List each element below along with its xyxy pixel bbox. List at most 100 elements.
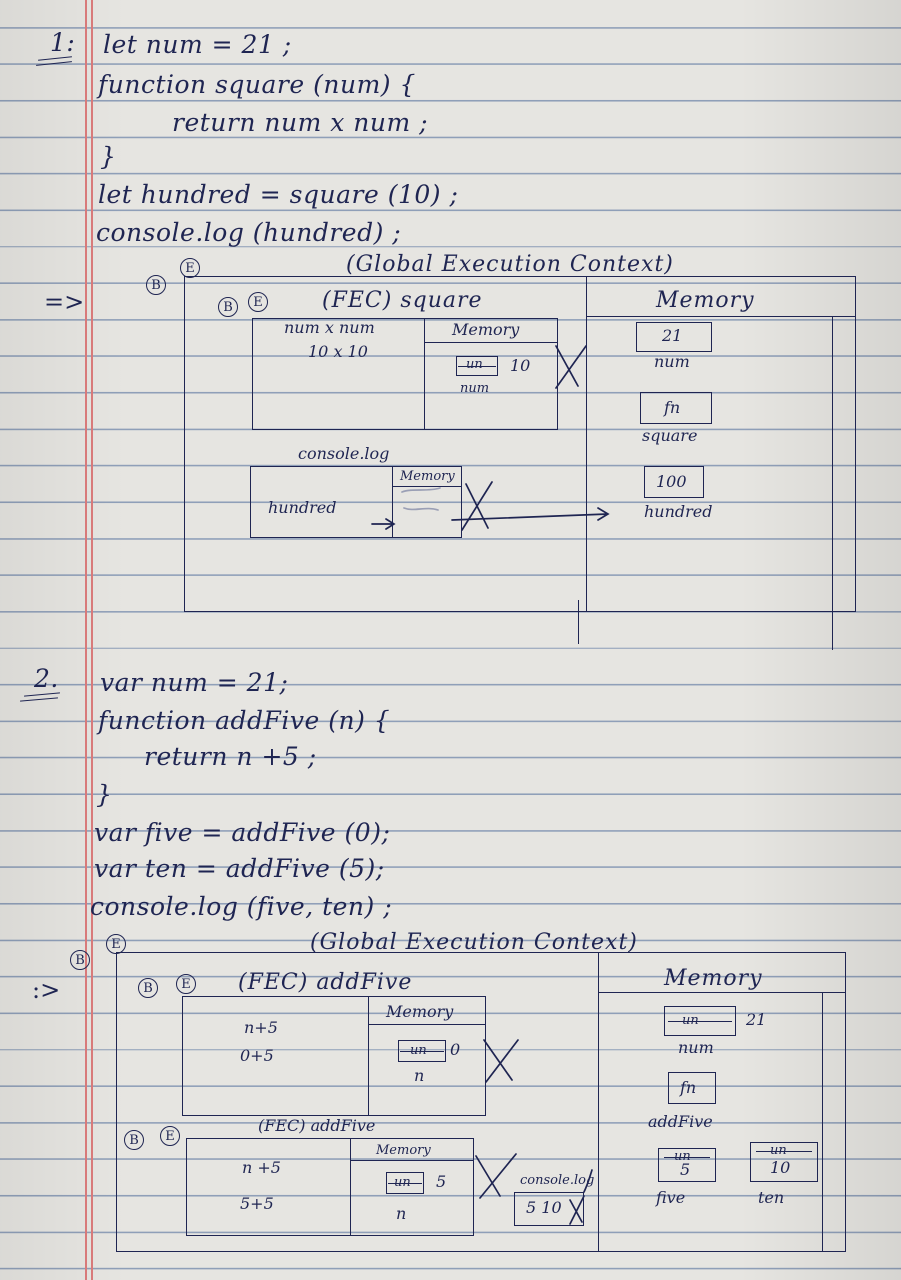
ex1-console-memory-header-line — [392, 486, 462, 487]
ex2-fec1-memory-header-line — [368, 1024, 486, 1025]
ex2-console-tail-icon — [583, 1169, 593, 1193]
ex2-global-memory-title: Memory — [664, 966, 763, 991]
ex2-number: 2. — [34, 664, 59, 693]
ex2-fec2-cross-icon — [475, 1153, 517, 1199]
ex2-fec2-divider — [350, 1138, 351, 1236]
ex1-gec-title: (Global Execution Context) — [346, 252, 674, 277]
ex1-fec-code: num x num — [284, 318, 375, 337]
ex1-gm-cell — [640, 392, 712, 424]
ex2-gm-ten-name: ten — [758, 1188, 785, 1207]
ex2-gm-five-strike — [664, 1157, 710, 1158]
ex2-console-box — [514, 1192, 584, 1226]
ex1-fec-cross-icon — [555, 345, 587, 389]
ex2-memory-inner-edge — [822, 992, 823, 1252]
margin-line-left — [85, 0, 87, 1280]
ex2-gm-five-value: 5 — [680, 1160, 691, 1179]
margin-line-right — [91, 0, 93, 1280]
ex2-gm-num-value: 21 — [746, 1010, 767, 1029]
ex1-gm-value: 100 — [656, 472, 687, 491]
ex2-fec1-memory-cell — [398, 1040, 446, 1062]
ex2-code-line: console.log (five, ten) ; — [90, 892, 393, 921]
ex1-fec-memory-struck: un — [466, 357, 483, 372]
ex1-global-memory-title: Memory — [656, 288, 755, 313]
ex2-gm-num-struck: un — [682, 1013, 699, 1028]
ex1-code-line: } — [100, 142, 117, 171]
ex2-gm-cell — [668, 1072, 716, 1104]
ex2-gm-ten-strike — [756, 1151, 812, 1152]
ex2-fec2-title: (FEC) addFive — [258, 1116, 376, 1135]
ex1-fec-memory-title: Memory — [452, 320, 520, 339]
ex1-console-divider — [392, 466, 393, 538]
ex1-fec-memory-value: 10 — [510, 356, 531, 375]
ex1-return-arrow-icon — [451, 507, 610, 521]
ex2-fec1-box — [182, 996, 486, 1116]
ex1-fec-code: 10 x 10 — [308, 342, 368, 361]
ex2-fec1-code: 0+5 — [240, 1046, 274, 1065]
ex2-code-line: function addFive (n) { — [98, 706, 391, 735]
ex1-fec-badge-e: E — [248, 292, 268, 312]
ex2-gm-num-strike — [668, 1021, 732, 1022]
ex2-gm-fn-name: addFive — [648, 1112, 713, 1131]
ex2-code-line: return n +5 ; — [144, 742, 317, 771]
ex1-console-cross-icon — [461, 481, 493, 531]
ex2-fec2-badge-e: E — [160, 1126, 180, 1146]
ex2-code-line: } — [96, 780, 113, 809]
ex2-fec2-code: n +5 — [242, 1158, 281, 1177]
ex2-gm-ten-struck: un — [770, 1143, 787, 1158]
ex1-gm-value: 21 — [662, 326, 683, 345]
ex1-code-line: console.log (hundred) ; — [96, 218, 402, 247]
ex1-gm-value: fn — [664, 398, 681, 417]
ex2-pointer-arrow: :> — [32, 976, 61, 1004]
ex1-gm-cell — [636, 322, 712, 352]
ex2-gec-divider — [598, 952, 599, 1252]
ex1-memory-smudge-icon — [401, 487, 441, 511]
ex2-fec1-code: n+5 — [244, 1018, 278, 1037]
ex1-gec-box — [184, 276, 856, 612]
ex2-fec2-memory-title: Memory — [376, 1143, 431, 1158]
ex2-fec2-code: 5+5 — [240, 1194, 274, 1213]
ex1-gm-name: hundred — [644, 502, 713, 521]
ex1-gec-divider — [586, 276, 587, 612]
ex1-fec-memory-strike — [458, 366, 496, 367]
ex2-fec1-badge-b: B — [138, 978, 158, 998]
ex2-gm-cell — [664, 1006, 736, 1036]
ex2-gm-fn-value: fn — [680, 1078, 697, 1097]
ex1-fec-box — [252, 318, 558, 430]
ex1-fec-badge-b: B — [218, 297, 238, 317]
ex2-fec1-memory-struck: un — [410, 1043, 427, 1058]
ex2-console-title: console.log — [520, 1173, 595, 1188]
ex1-gec-divider-tail — [578, 600, 579, 644]
ex2-code-line: var num = 21; — [100, 668, 289, 697]
ex1-fec-title: (FEC) square — [322, 288, 483, 313]
ex1-console-value: hundred — [268, 498, 337, 517]
ex2-gm-five-struck: un — [674, 1149, 691, 1164]
ex2-fec2-box — [186, 1138, 474, 1236]
ex2-fec1-cross-icon — [483, 1039, 519, 1083]
ex2-fec2-memory-header-line — [350, 1160, 474, 1161]
ex1-number: 1: — [50, 28, 76, 57]
ex2-code-line: var five = addFive (0); — [94, 818, 391, 847]
ex1-memory-header-line — [586, 316, 856, 317]
ex2-gec-box — [116, 952, 846, 1252]
ex1-console-box — [250, 466, 462, 538]
ex1-code-line: let hundred = square (10) ; — [98, 180, 459, 209]
ex2-fec1-memory-strike — [400, 1051, 444, 1052]
ex2-code-line: var ten = addFive (5); — [94, 854, 385, 883]
ex1-console-title: console.log — [298, 444, 390, 463]
ex1-fec-memory-cell — [456, 356, 498, 376]
ex1-fec-memory-var: num — [460, 381, 490, 396]
ex2-fec2-memory-strike — [388, 1183, 422, 1184]
ex1-code-line: let num = 21 ; — [103, 30, 292, 59]
ex2-gec-badge-b: B — [70, 950, 90, 970]
ex2-gm-cell — [750, 1142, 818, 1182]
ex2-gm-five-name: five — [656, 1188, 686, 1207]
ex2-fec2-memory-value: 5 — [436, 1172, 447, 1191]
ex1-gec-badge-b: B — [146, 275, 166, 295]
ex2-fec1-memory-title: Memory — [386, 1002, 454, 1021]
ex2-fec1-badge-e: E — [176, 974, 196, 994]
ex2-fec2-badge-b: B — [124, 1130, 144, 1150]
ex2-fec1-divider — [368, 996, 369, 1116]
ex1-console-memory-title: Memory — [400, 469, 455, 484]
